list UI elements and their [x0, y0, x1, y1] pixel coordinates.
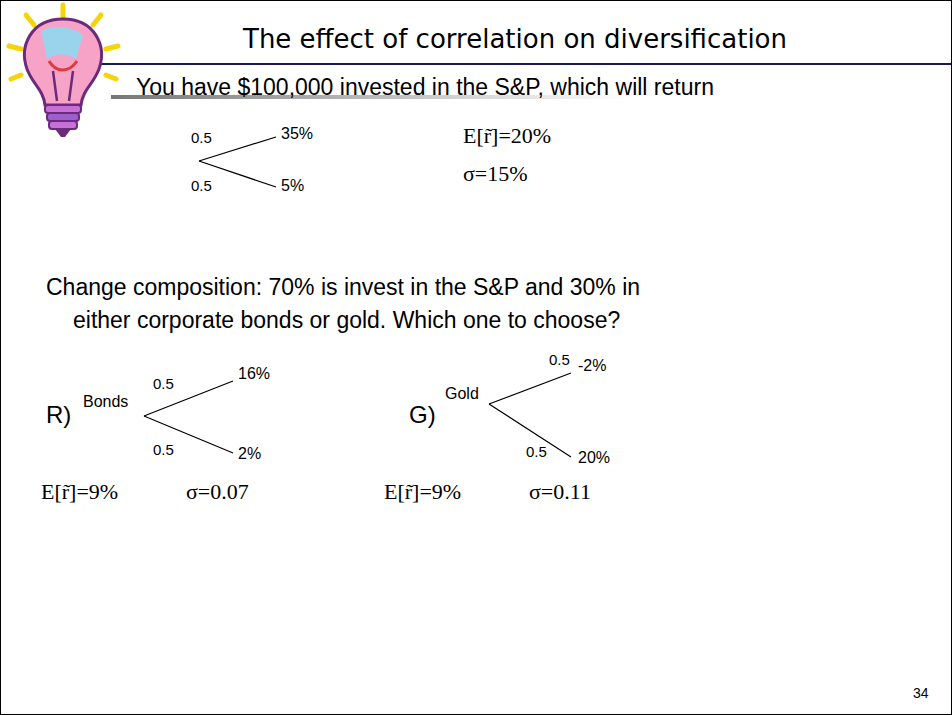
std-dev: σ=0.11 — [529, 479, 591, 504]
option-letter: G) — [409, 401, 436, 429]
expected-return: E[r̃]=9% — [41, 479, 118, 504]
question-text: Change composition: 70% is invest in the… — [46, 271, 673, 337]
outcome: 5% — [281, 177, 304, 195]
std-dev: σ=0.07 — [186, 479, 249, 504]
slide-number: 34 — [913, 685, 929, 701]
option-letter: R) — [46, 401, 71, 429]
title-rule — [101, 63, 952, 65]
intro-text: You have $100,000 invested in the S&P, w… — [96, 71, 716, 103]
probability: 0.5 — [191, 129, 212, 146]
probability: 0.5 — [549, 351, 570, 368]
probability: 0.5 — [526, 443, 547, 460]
outcome: 35% — [281, 125, 313, 143]
outcome: 16% — [238, 365, 270, 383]
outcome: -2% — [578, 357, 606, 375]
outcome: 20% — [578, 449, 610, 467]
lightbulb-icon — [9, 5, 118, 137]
expected-return: E[r̃]=9% — [384, 479, 461, 504]
probability: 0.5 — [153, 375, 174, 392]
std-dev: σ=15% — [463, 161, 528, 186]
probability: 0.5 — [153, 441, 174, 458]
slide-title: The effect of correlation on diversifica… — [243, 25, 787, 55]
outcome: 2% — [238, 445, 261, 463]
asset-name: Gold — [445, 385, 479, 403]
probability: 0.5 — [191, 177, 212, 194]
expected-return: E[r̃]=20% — [463, 123, 551, 148]
asset-name: Bonds — [83, 393, 128, 411]
